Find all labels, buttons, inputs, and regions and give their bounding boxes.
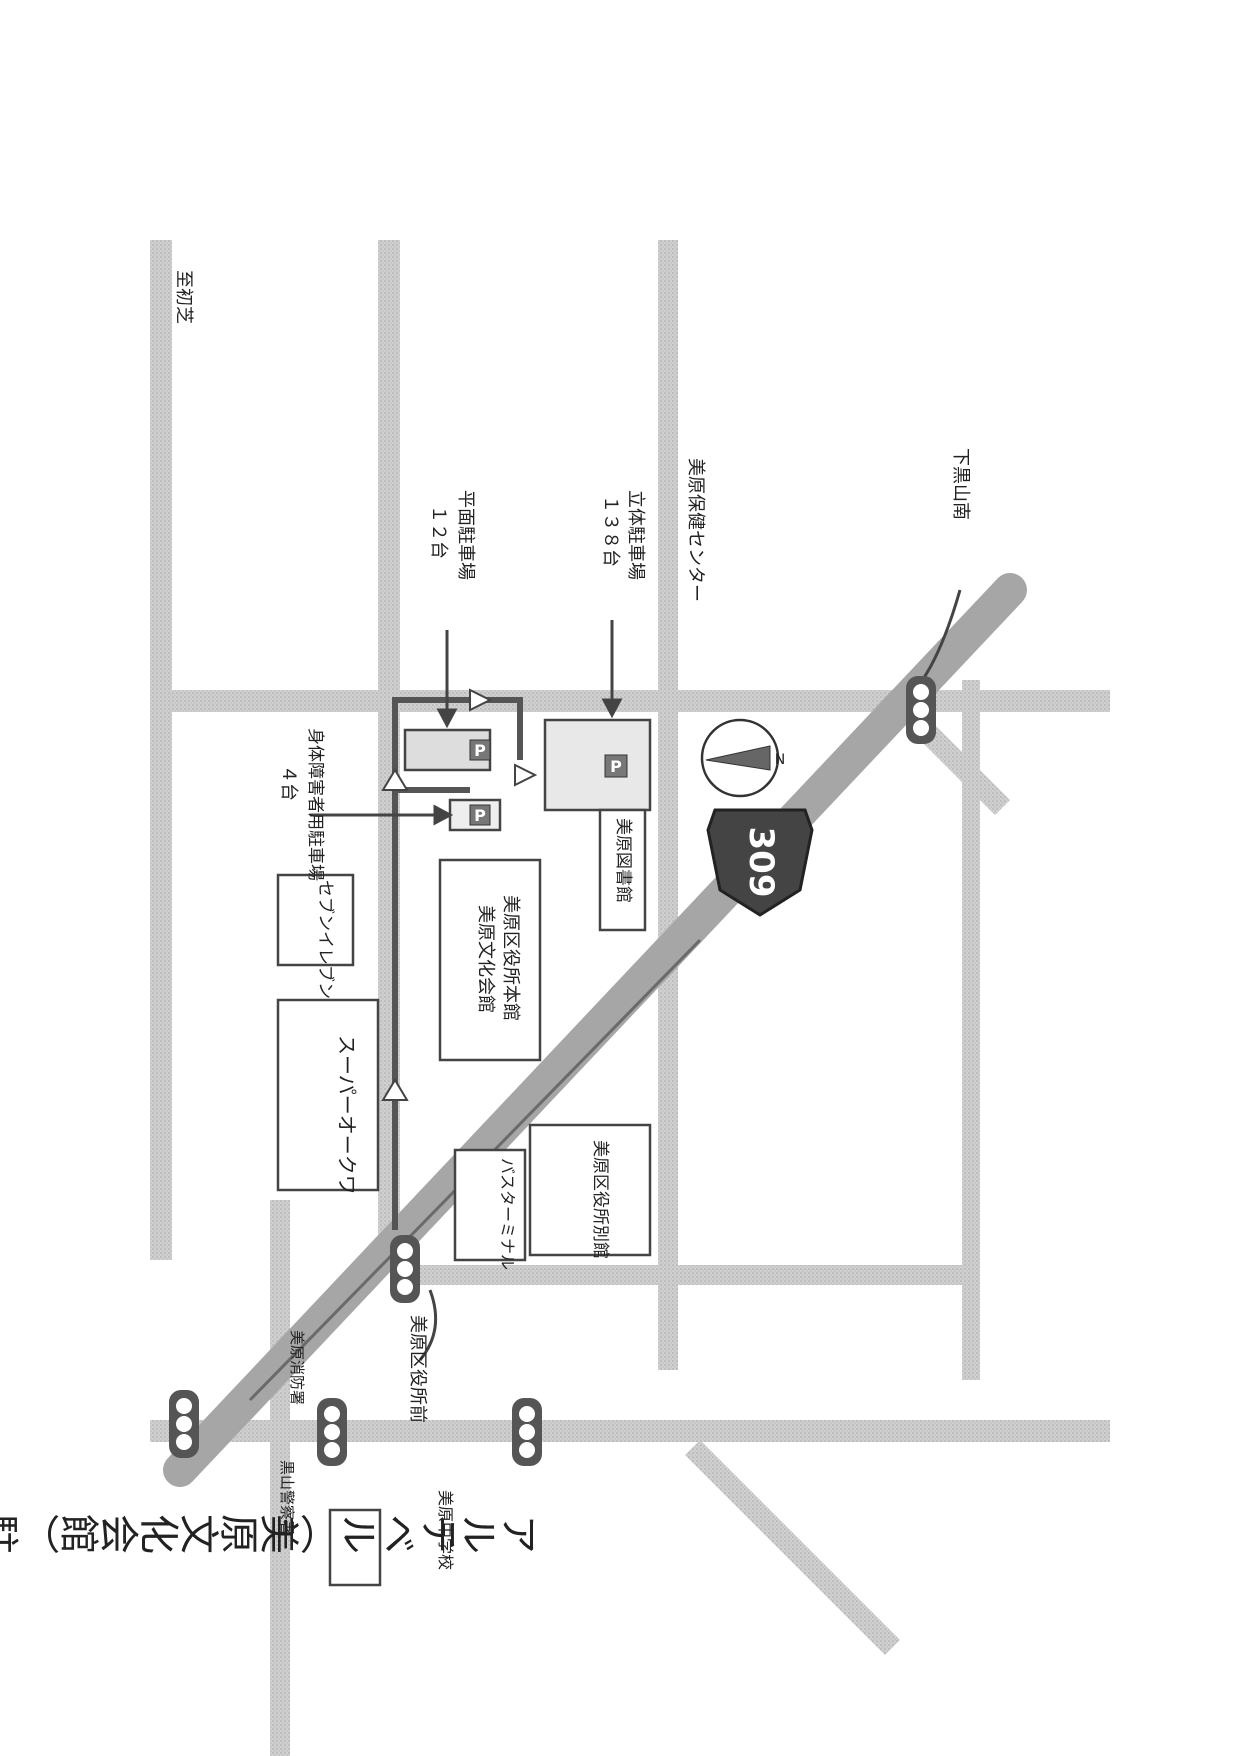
north-label: N [775, 752, 785, 768]
label-flat-parking-count: １２台 [428, 505, 449, 559]
label-flat-parking: 平面駐車場 [455, 490, 476, 580]
label-health-center: 美原保健センター [685, 458, 706, 602]
label-shimokuroyama-minami: 下黒山南 [950, 448, 971, 520]
label-fire-station: 美原消防署 [288, 1330, 306, 1405]
ward-office-annex-building [528, 1123, 652, 1257]
label-junior-high: 美原中学校 [436, 1490, 455, 1570]
multi-level-parking-building [543, 718, 652, 812]
p-marker-disabled: P [474, 806, 486, 825]
label-ward-office-mae: 美原区役所前 [407, 1315, 428, 1423]
route-309 [163, 573, 1027, 1487]
street-diagonal-upper [915, 720, 1010, 815]
label-seven-eleven: セブンイレブン [315, 880, 336, 999]
label-multi-level-count: １３８台 [600, 495, 621, 567]
route-309-number: 309 [741, 827, 781, 898]
route-arrows [381, 688, 538, 1101]
label-multi-level-parking: 立体駐車場 [625, 490, 646, 580]
traffic-light-mid [317, 1398, 347, 1466]
cross-streets [150, 690, 1110, 1655]
traffic-light-shimokuroyama [906, 676, 936, 744]
street-right [658, 240, 678, 1370]
map-title: アルテベル（美原文化会館）駐車場のご案内 [0, 1507, 540, 1554]
buildings [276, 718, 652, 1587]
traffic-light-ward-office [390, 1235, 420, 1303]
super-okuwa-building [276, 998, 380, 1192]
route-arrow-lower [381, 1078, 409, 1101]
bus-terminal-building [453, 1148, 527, 1262]
traffic-lights [169, 676, 936, 1466]
label-ward-office-annex: 美原区役所別館 [590, 1140, 610, 1259]
label-police-station: 黒山警察署 [278, 1460, 296, 1535]
street-middle [395, 1265, 965, 1285]
library-building [598, 808, 647, 932]
street-lower [150, 1420, 1110, 1442]
parking-markers: P P P [469, 739, 628, 826]
label-ward-office-main: 美原区役所本館 [500, 895, 521, 1021]
seven-eleven-building [276, 873, 355, 967]
route-309-shield: 309 [706, 808, 814, 917]
route-arrow-return [514, 763, 538, 787]
route-arrow-top [469, 688, 493, 712]
street-upper [150, 690, 1110, 712]
p-marker-flat: P [474, 741, 486, 760]
junior-high-building [328, 1508, 382, 1587]
traffic-light-left [169, 1390, 199, 1458]
route-arrow-upper [381, 768, 409, 791]
label-disabled-parking: 身体障害者用駐車場 [305, 728, 325, 881]
street-far-right [962, 680, 980, 1380]
label-bus-terminal: バスターミナル [498, 1158, 517, 1270]
street-diagonal-lower [685, 1440, 900, 1655]
north-arrow: N [700, 718, 785, 798]
ward-office-main-building [438, 858, 542, 1062]
label-disabled-parking-count: ４台 [278, 765, 299, 801]
traffic-light-right [512, 1398, 542, 1466]
street-left [150, 240, 172, 1260]
label-library: 美原図書館 [613, 818, 633, 903]
label-culture-hall: 美原文化会館 [475, 905, 496, 1013]
label-super-okuwa: スーパーオークワ [335, 1035, 359, 1195]
p-marker-multi: P [610, 757, 622, 776]
label-to-hatsushiba: 至初芝 [173, 270, 194, 324]
